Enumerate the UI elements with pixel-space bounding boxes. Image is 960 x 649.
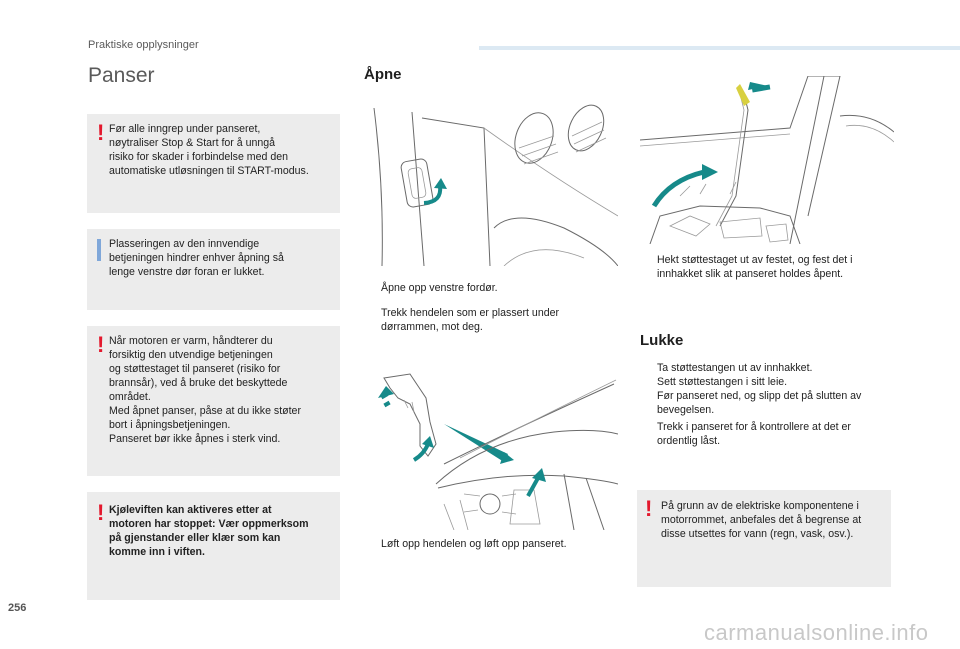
warning-line: og støttestaget til panseret (risiko for xyxy=(109,363,281,375)
close-step: Ta støttestangen ut av innhakket. xyxy=(640,361,892,375)
info-line: betjeningen hindrer enhver åpning så xyxy=(109,252,284,264)
step-text: Sett støttestangen i sitt leie. xyxy=(657,376,788,388)
step-open-door: Åpne opp venstre fordør. xyxy=(364,281,614,295)
warning-line: motorrommet, anbefales det å begrense at xyxy=(661,514,862,526)
heading-open: Åpne xyxy=(364,66,402,83)
info-box-door: Plasseringen av den innvendige betjening… xyxy=(87,229,340,310)
step-text: Åpne opp venstre fordør. xyxy=(381,282,498,294)
step-lift-hood: Løft opp hendelen og løft opp panseret. xyxy=(364,537,614,551)
page-title: Panser xyxy=(88,64,155,87)
step-hook-prop: Hekt støttestaget ut av festet, og fest … xyxy=(640,253,892,281)
step-text: Trekk i panseret for å kontrollere at de… xyxy=(657,421,851,447)
warning-line: risiko for skader i forbindelse med den xyxy=(109,151,289,163)
illustration-front-hood xyxy=(378,373,618,530)
header-bar xyxy=(479,46,960,50)
watermark: carmanualsonline.info xyxy=(704,620,929,645)
warning-line: Kjøleviften kan aktiveres etter at xyxy=(109,504,272,516)
warning-box-hot-engine: ! Når motoren er varm, håndterer du fors… xyxy=(87,326,340,476)
warning-icon: ! xyxy=(97,332,105,357)
warning-line: forsiktig den utvendige betjeningen xyxy=(109,349,273,361)
info-icon xyxy=(97,239,101,261)
warning-line: på gjenstander eller klær som kan xyxy=(109,532,281,544)
step-text: Hekt støttestaget ut av festet, og fest … xyxy=(657,254,853,280)
warning-line: Før alle inngrep under panseret, xyxy=(109,123,261,135)
warning-line: disse utsettes for vann (regn, vask, osv… xyxy=(661,528,854,540)
heading-close: Lukke xyxy=(640,332,684,349)
warning-line: brannsår), ved å bruke det beskyttede xyxy=(109,377,288,389)
warning-line: komme inn i viften. xyxy=(109,546,205,558)
warning-line: Panseret bør ikke åpnes i sterk vind. xyxy=(109,433,281,445)
step-text: Ta støttestangen ut av innhakket. xyxy=(657,362,813,374)
warning-line: motoren har stoppet: Vær oppmerksom xyxy=(109,518,309,530)
warning-icon: ! xyxy=(97,120,105,145)
close-step: Sett støttestangen i sitt leie. xyxy=(640,375,892,389)
section-header: Praktiske opplysninger xyxy=(88,39,199,51)
warning-box-cooling-fan: ! Kjøleviften kan aktiveres etter at mot… xyxy=(87,492,340,600)
close-step: Trekk i panseret for å kontrollere at de… xyxy=(640,420,892,448)
illustration-hood-prop xyxy=(640,76,894,244)
info-line: Plasseringen av den innvendige xyxy=(109,238,260,250)
illustration-interior-lever xyxy=(373,104,618,266)
warning-line: bort i åpningsbetjeningen. xyxy=(109,419,231,431)
warning-line: området. xyxy=(109,391,151,403)
step-text: Løft opp hendelen og løft opp panseret. xyxy=(381,538,567,550)
info-line: lenge venstre dør foran er lukket. xyxy=(109,266,265,278)
close-step: Før panseret ned, og slipp det på slutte… xyxy=(640,389,892,417)
warning-icon: ! xyxy=(645,496,653,521)
page-number: 256 xyxy=(8,602,27,614)
warning-box-water: ! På grunn av de elektriske komponentene… xyxy=(637,490,891,587)
warning-line: Når motoren er varm, håndterer du xyxy=(109,335,273,347)
step-text: Før panseret ned, og slipp det på slutte… xyxy=(657,390,862,416)
warning-line: Med åpnet panser, påse at du ikke støter xyxy=(109,405,301,417)
warning-icon: ! xyxy=(97,500,105,525)
warning-box-stop-start: ! Før alle inngrep under panseret, nøytr… xyxy=(87,114,340,213)
warning-line: På grunn av de elektriske komponentene i xyxy=(661,500,859,512)
warning-line: automatiske utløsningen til START-modus. xyxy=(109,165,309,177)
warning-line: nøytraliser Stop & Start for å unngå xyxy=(109,137,276,149)
